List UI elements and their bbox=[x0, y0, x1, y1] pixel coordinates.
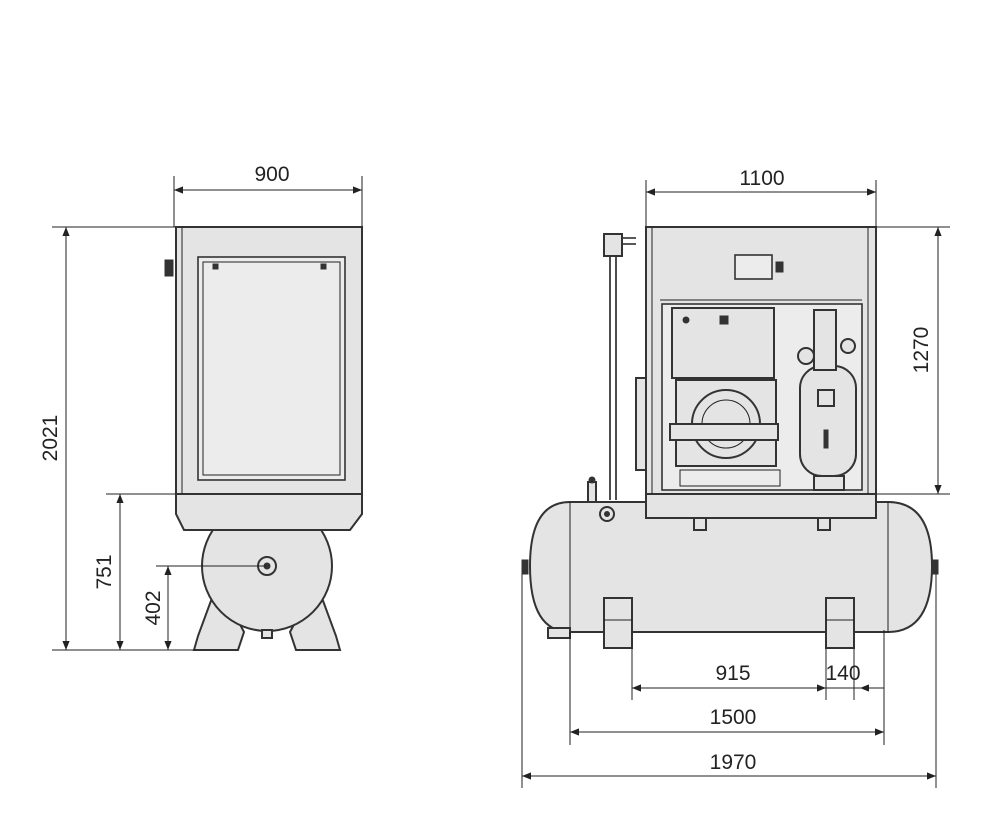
front-base bbox=[175, 493, 363, 531]
side-base bbox=[645, 493, 877, 519]
dim-front-width: 900 bbox=[254, 163, 289, 186]
dim-tank-top-height: 751 bbox=[93, 554, 116, 589]
dim-foot-width: 140 bbox=[825, 662, 860, 685]
side-tank bbox=[521, 476, 939, 649]
dim-feet-spacing: 915 bbox=[715, 662, 750, 685]
side-foot-left bbox=[603, 597, 633, 649]
dim-side-width: 1100 bbox=[739, 167, 784, 190]
front-view bbox=[164, 226, 363, 651]
separator-tank bbox=[799, 365, 857, 477]
dim-tank-center-height: 402 bbox=[142, 590, 165, 625]
dimension-labels: 900 2021 751 402 1100 1270 915 140 1500 … bbox=[39, 163, 933, 774]
dim-cabinet-height: 1270 bbox=[910, 327, 933, 374]
dim-tank-length: 1500 bbox=[710, 706, 757, 729]
front-side-knob bbox=[164, 259, 174, 277]
side-foot-right bbox=[825, 597, 855, 649]
control-display bbox=[734, 254, 773, 280]
dim-overall-length: 1970 bbox=[710, 751, 757, 774]
dim-total-height: 2021 bbox=[39, 415, 62, 462]
front-door-panel bbox=[197, 256, 346, 481]
discharge-pipe bbox=[609, 237, 636, 500]
dimension-lines bbox=[52, 176, 950, 788]
side-view bbox=[521, 226, 939, 649]
